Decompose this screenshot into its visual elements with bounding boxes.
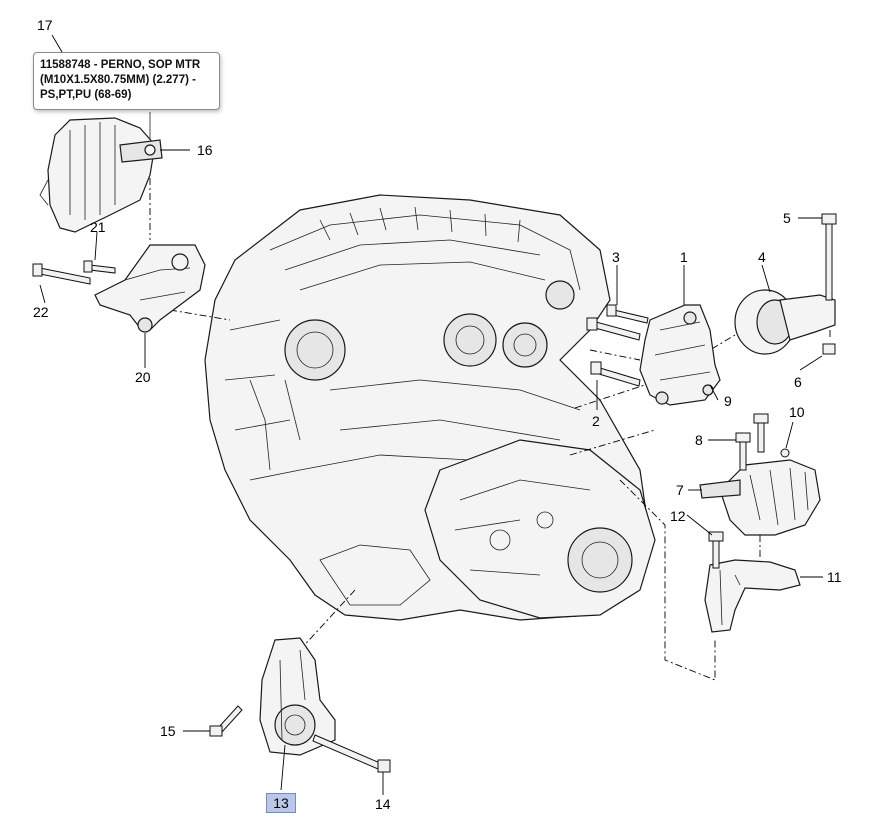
callout-15[interactable]: 15 [160, 723, 176, 739]
right-bracket [586, 304, 721, 406]
left-bracket [32, 244, 206, 333]
callout-20[interactable]: 20 [135, 369, 151, 385]
lower-right-bracket [704, 531, 801, 633]
callout-11[interactable]: 11 [827, 569, 842, 585]
callout-5[interactable]: 5 [783, 210, 791, 226]
part-tooltip: 11588748 - PERNO, SOP MTR (M10X1.5X80.75… [33, 52, 220, 110]
callout-13-highlighted[interactable]: 13 [266, 793, 296, 813]
leader-lines [39, 34, 823, 795]
lower-mount [209, 637, 391, 773]
callout-7[interactable]: 7 [676, 482, 684, 498]
callout-3[interactable]: 3 [612, 249, 620, 265]
callout-8[interactable]: 8 [695, 432, 703, 448]
right-lower-mount [699, 413, 821, 536]
callout-17[interactable]: 17 [37, 17, 53, 33]
callout-16[interactable]: 16 [197, 142, 213, 158]
callout-10[interactable]: 10 [789, 404, 805, 420]
callout-13: 13 [273, 795, 289, 811]
callout-12[interactable]: 12 [670, 508, 686, 524]
tooltip-line-1: 11588748 - PERNO, SOP MTR [40, 59, 201, 71]
callout-22[interactable]: 22 [33, 304, 49, 320]
callout-9[interactable]: 9 [724, 393, 732, 409]
right-mount [734, 213, 837, 355]
callout-4[interactable]: 4 [758, 249, 766, 265]
callout-6[interactable]: 6 [794, 374, 802, 390]
tooltip-line-3: PS,PT,PU (68-69) [40, 89, 132, 101]
engine-assembly [204, 194, 656, 621]
callout-14[interactable]: 14 [375, 796, 391, 812]
callout-1[interactable]: 1 [680, 249, 688, 265]
callout-21[interactable]: 21 [90, 219, 106, 235]
tooltip-line-2: (M10X1.5X80.75MM) (2.277) - [40, 74, 196, 86]
upper-left-mount [39, 112, 163, 233]
callout-2[interactable]: 2 [592, 413, 600, 429]
